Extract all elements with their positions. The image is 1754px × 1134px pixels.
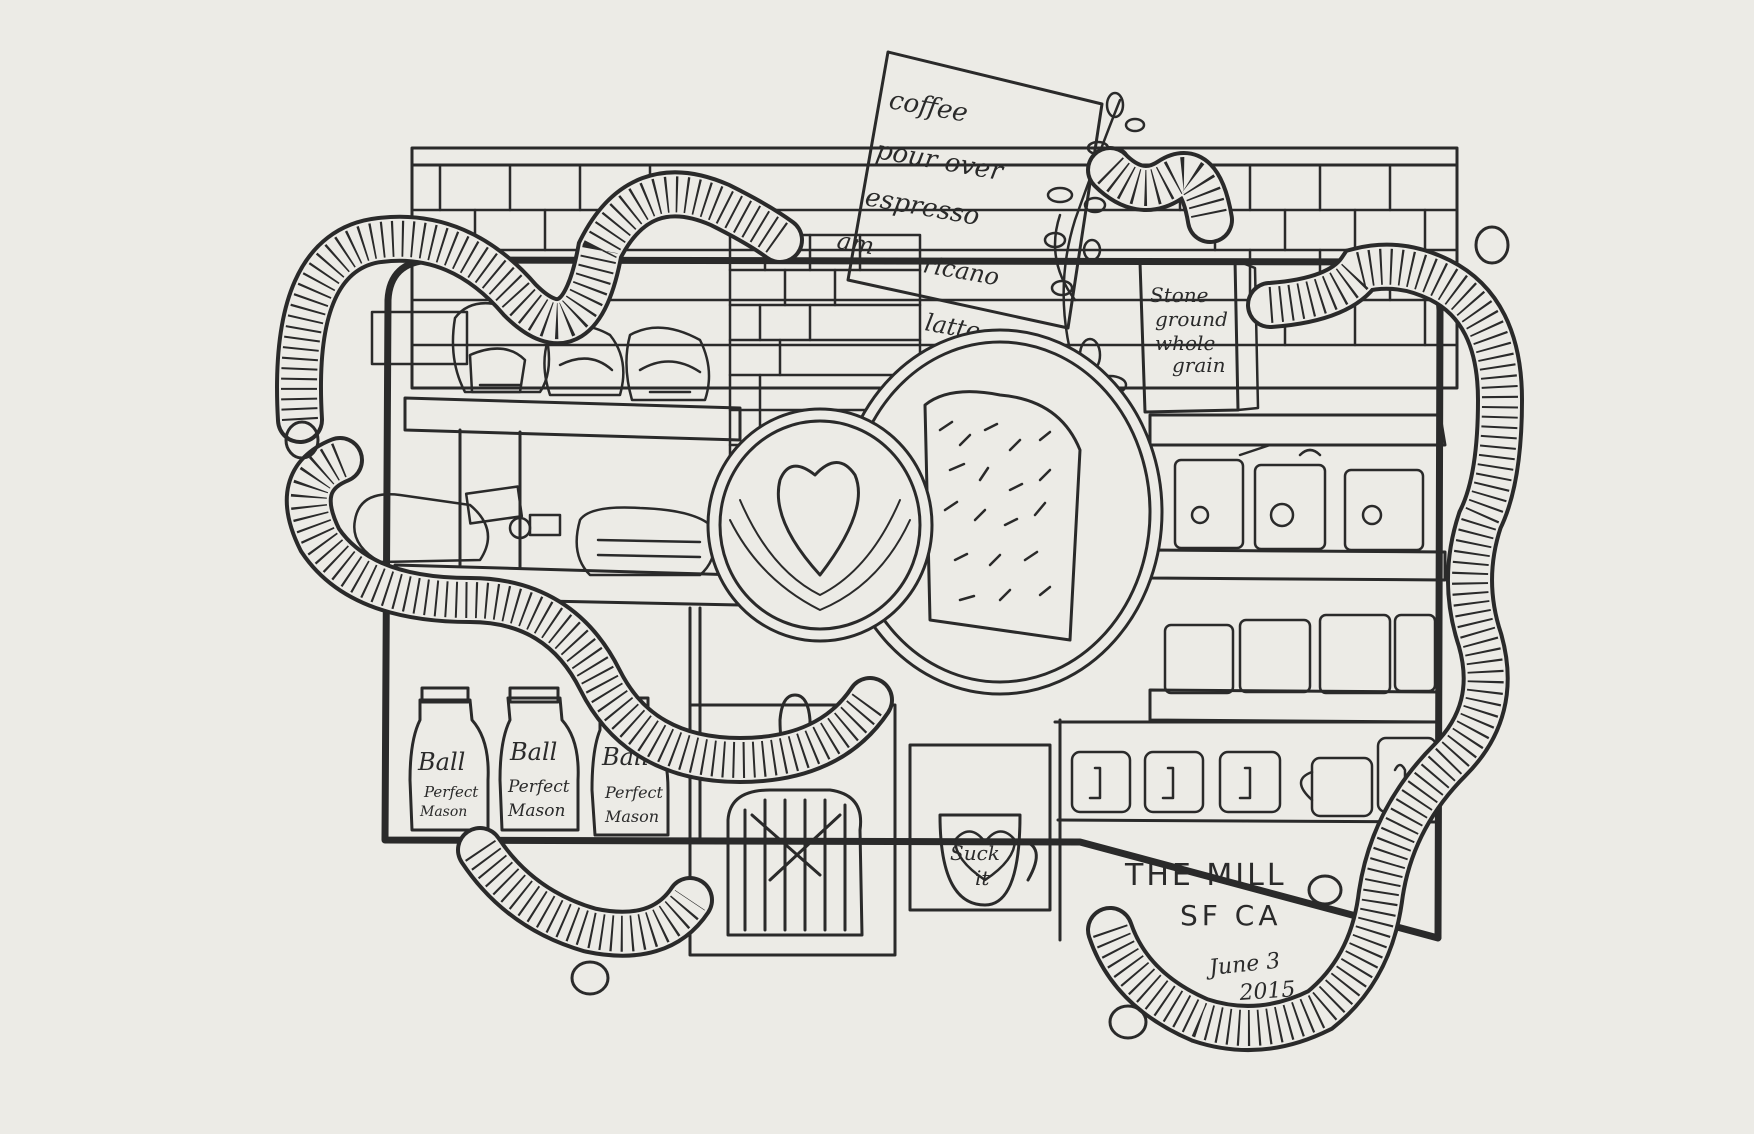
flour-bag-ground: ground xyxy=(1155,307,1228,331)
sign-location: SF CA xyxy=(1180,899,1281,932)
suck-it-mug: Suck it xyxy=(908,743,1052,912)
menu-item-am: am xyxy=(835,226,876,260)
mug-text-line2: it xyxy=(975,866,990,890)
flour-bag: Stone ground whole grain xyxy=(1138,258,1260,414)
jar-2-perfect: Perfect xyxy=(507,777,570,797)
sketch-date: June 3 2015 xyxy=(1204,949,1296,1006)
coffee-tins-row1 xyxy=(1173,443,1425,552)
flour-bag-grain: grain xyxy=(1172,353,1226,377)
flour-bag-stone: Stone xyxy=(1150,283,1209,307)
jar-1-perfect: Perfect xyxy=(423,783,479,801)
menu-item-coffee: coffee xyxy=(887,85,970,128)
jar-3-perfect: Perfect xyxy=(604,783,664,802)
menu-item-pour-over: pour over xyxy=(874,135,1007,187)
latte-cup xyxy=(706,407,934,643)
flour-bag-whole: whole xyxy=(1155,331,1215,355)
menu-item-espresso: espresso xyxy=(863,182,982,232)
menu-card: coffee pour over espresso am ricano latt… xyxy=(835,50,1104,346)
rope xyxy=(275,146,1525,1052)
coffee-tins-row2 xyxy=(1163,613,1437,695)
jar-1-brand: Ball xyxy=(417,748,465,776)
jar-2-mason: Mason xyxy=(507,801,565,821)
bread-loaves xyxy=(353,485,717,577)
menu-item-ricano: ricano xyxy=(921,250,1002,291)
shop-sign: THE MILL SF CA xyxy=(1124,858,1287,932)
jar-1-mason: Mason xyxy=(419,804,467,820)
mugs-row xyxy=(1070,736,1438,818)
jar-3-mason: Mason xyxy=(604,807,659,826)
mug-text-line1: Suck xyxy=(950,841,1000,865)
jar-2-brand: Ball xyxy=(509,738,557,766)
date-year: 2015 xyxy=(1238,977,1297,1006)
sign-title: THE MILL xyxy=(1124,858,1287,893)
date-day: June 3 xyxy=(1204,949,1281,982)
